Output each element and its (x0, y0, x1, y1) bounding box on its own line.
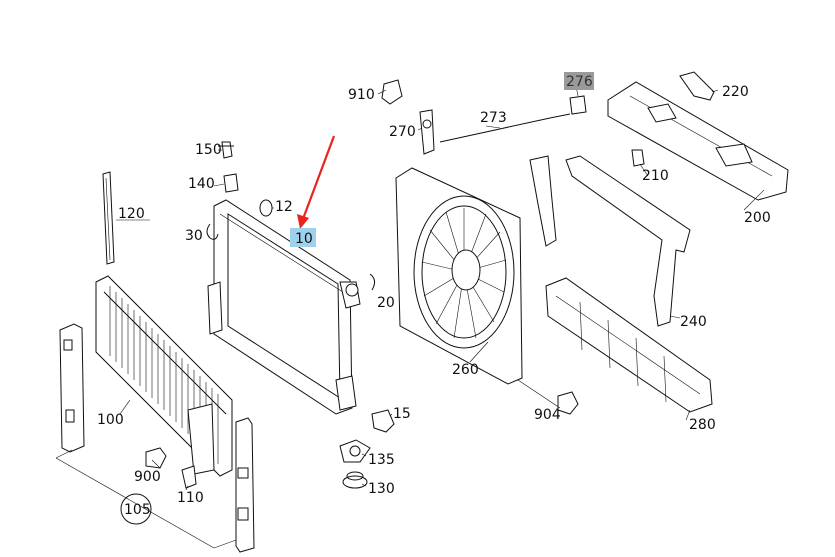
callout-900[interactable]: 900 (134, 469, 161, 485)
part-15-sensor[interactable] (371, 409, 395, 433)
callout-200[interactable]: 200 (744, 210, 771, 226)
callout-12[interactable]: 12 (275, 199, 293, 215)
callout-210[interactable]: 210 (642, 168, 669, 184)
part-904-clip[interactable] (557, 391, 579, 415)
part-276-clip[interactable] (569, 95, 587, 115)
callout-910[interactable]: 910 (348, 87, 375, 103)
callout-140[interactable]: 140 (188, 176, 215, 192)
part-210-clip[interactable] (631, 149, 645, 167)
part-140-mount[interactable] (223, 173, 239, 193)
part-200-radiator-cover[interactable] (607, 81, 789, 201)
highlight-276 (564, 72, 594, 90)
part-220-seal[interactable] (679, 71, 715, 101)
callout-130[interactable]: 130 (368, 481, 395, 497)
part-20-hose-clip[interactable] (369, 273, 376, 291)
part-150-bolt[interactable] (218, 141, 234, 159)
callout-100[interactable]: 100 (97, 412, 124, 428)
part-135-bracket[interactable] (339, 439, 371, 463)
part-270-actuator[interactable] (419, 109, 435, 155)
callout-105[interactable]: 105 (124, 502, 151, 518)
part-130-mount[interactable] (342, 471, 368, 489)
callout-270[interactable]: 270 (389, 124, 416, 140)
callout-105-circle (120, 493, 152, 525)
part-30-hook[interactable] (206, 223, 219, 240)
callout-135[interactable]: 135 (368, 452, 395, 468)
part-100-bracket-right[interactable] (235, 417, 255, 553)
leader-lines (116, 85, 765, 491)
part-10-radiator[interactable] (207, 199, 361, 415)
callout-904[interactable]: 904 (534, 407, 561, 423)
callout-15[interactable]: 15 (393, 406, 411, 422)
callout-150[interactable]: 150 (195, 142, 222, 158)
part-120-seal-strip[interactable] (102, 171, 115, 265)
callout-120[interactable]: 120 (118, 206, 145, 222)
part-105-leader (55, 449, 237, 549)
part-240-frame[interactable] (529, 155, 691, 327)
pointer-arrow (297, 135, 336, 229)
callout-110[interactable]: 110 (177, 490, 204, 506)
highlight-10 (290, 228, 316, 247)
callout-10[interactable]: 10 (295, 231, 313, 247)
callout-273[interactable]: 273 (480, 110, 507, 126)
callout-20[interactable]: 20 (377, 295, 395, 311)
part-12-seal-ring[interactable] (259, 199, 273, 217)
callout-260[interactable]: 260 (452, 362, 479, 378)
callout-240[interactable]: 240 (680, 314, 707, 330)
part-900-clip[interactable] (145, 447, 167, 469)
part-100-bracket-left[interactable] (59, 323, 85, 453)
part-273-cable[interactable] (439, 113, 571, 143)
part-260-fan-shroud[interactable] (395, 167, 523, 385)
callout-276[interactable]: 276 (566, 74, 593, 90)
callout-220[interactable]: 220 (722, 84, 749, 100)
part-280-air-duct[interactable] (545, 277, 713, 413)
part-100-condenser[interactable] (95, 275, 233, 477)
callout-280[interactable]: 280 (689, 417, 716, 433)
callout-30[interactable]: 30 (185, 228, 203, 244)
part-910-clip[interactable] (381, 79, 403, 105)
part-110-connector[interactable] (181, 465, 197, 489)
